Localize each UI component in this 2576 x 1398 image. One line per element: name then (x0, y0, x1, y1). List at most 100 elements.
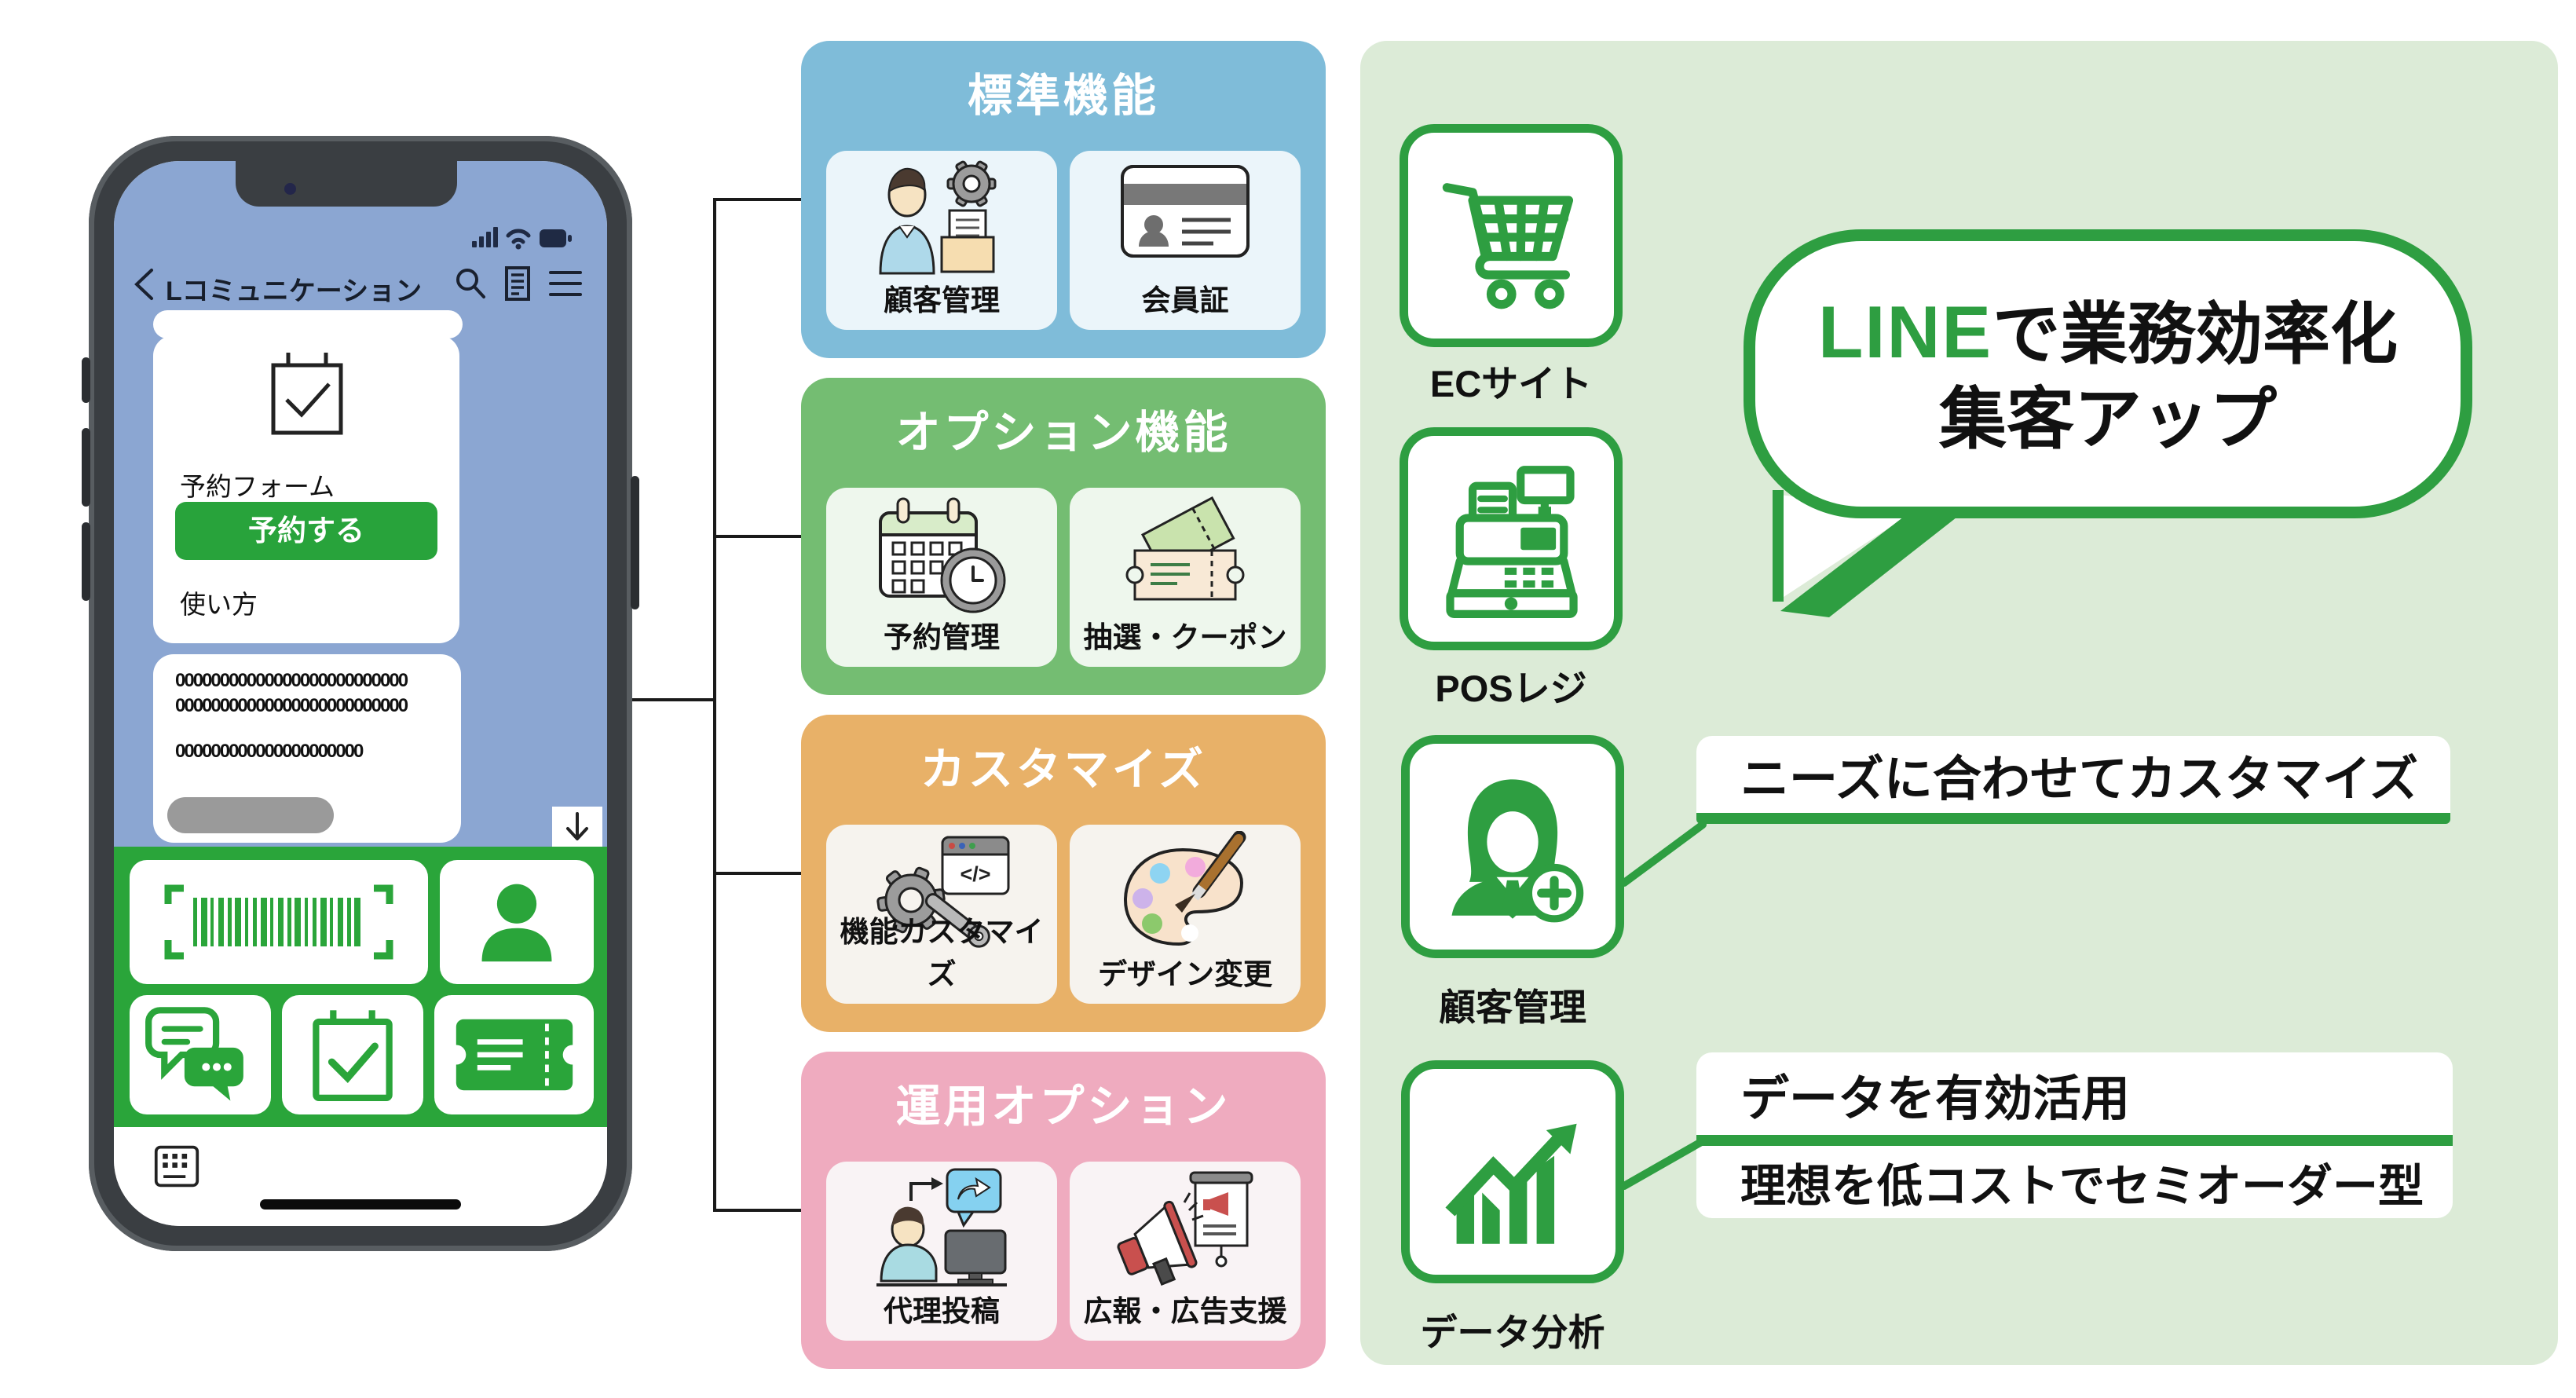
form-card-title: 予約フォーム (180, 472, 335, 501)
reservation-calendar-icon (826, 494, 1057, 613)
data-analytics-label: データ分析 (1420, 1312, 1605, 1353)
rich-menu-barcode[interactable] (130, 860, 428, 984)
pos-register-label: POSレジ (1435, 668, 1587, 709)
feature-card-label: デザイン変更 (1098, 958, 1272, 990)
reservation-form-card: 予約フォーム 予約する 使い方 (153, 335, 459, 643)
search-icon[interactable] (453, 265, 488, 301)
message-line: 000000000000000000000 (175, 741, 364, 762)
feature-card-coupon: 抽選・クーポン (1070, 488, 1301, 667)
headline-bubble: LINEで業務効率化 集客アップ (1744, 229, 2472, 518)
barcode-icon (164, 884, 393, 960)
connector-phone (632, 698, 715, 701)
ec-site-box (1400, 124, 1623, 347)
calendar-check-icon (313, 1010, 393, 1101)
feature-card-pr-support: 広報・広告支援 (1070, 1162, 1301, 1341)
function-customize-icon: </> (826, 831, 1057, 950)
document-icon[interactable] (502, 265, 533, 302)
banner-data-use: データを有効活用 (1696, 1052, 2453, 1135)
feature-card-reservation: 予約管理 (826, 488, 1057, 667)
scroll-down-button[interactable] (552, 807, 602, 847)
chat-bubbles-icon (145, 1007, 243, 1101)
phone-volume-up-button (82, 428, 90, 507)
pos-register-box (1400, 427, 1623, 650)
line-brand-text: LINE (1817, 290, 1993, 373)
feature-card-customer-management: 顧客管理 (826, 151, 1057, 330)
feature-box-title: カスタマイズ (920, 745, 1207, 795)
connector-branch-1 (715, 198, 803, 201)
feature-card-label: 会員証 (1141, 284, 1229, 317)
message-line: 00000000000000000000000000 (175, 695, 408, 716)
previous-message-card (153, 310, 463, 339)
data-analytics-box (1401, 1060, 1624, 1283)
headline-line-2: 集客アップ (1939, 382, 2277, 457)
feature-card-label: 代理投稿 (884, 1295, 1000, 1327)
customer-management-icon (826, 157, 1057, 275)
howto-link[interactable]: 使い方 (180, 590, 258, 619)
battery-icon (540, 229, 572, 247)
cash-register-icon (1446, 466, 1578, 618)
feature-box-customize: カスタマイズ </> (801, 715, 1326, 1032)
feature-box-operation: 運用オプション (801, 1052, 1326, 1369)
reserve-button[interactable]: 予約する (175, 502, 437, 560)
connector-branch-3 (715, 872, 803, 875)
feature-card-label: 抽選・クーポン (1083, 621, 1287, 653)
person-icon (481, 884, 552, 962)
bubble-tail (1773, 490, 1967, 617)
feature-box-option: オプション機能 (801, 378, 1326, 695)
rich-menu-chat[interactable] (130, 995, 271, 1114)
feature-card-label: 予約管理 (884, 621, 1000, 653)
phone-screen: Lコミュニケーション (114, 161, 607, 1226)
proxy-posting-icon (826, 1168, 1057, 1287)
customer-management-label: 顧客管理 (1439, 986, 1586, 1028)
feature-card-design: デザイン変更 (1070, 825, 1301, 1004)
message-line: 00000000000000000000000000 (175, 670, 408, 691)
connector-customize (1620, 821, 1707, 887)
membership-card-icon (1070, 157, 1301, 267)
status-icons (472, 227, 572, 250)
ec-site-label: ECサイト (1429, 363, 1593, 404)
rich-menu-ticket[interactable] (434, 995, 594, 1114)
connector-branch-4 (715, 1209, 803, 1212)
customer-management-box (1401, 735, 1624, 958)
lottery-coupon-icon (1070, 494, 1301, 612)
phone-power-button (631, 476, 639, 609)
banner-semi-order: 理想を低コストでセミオーダー型 (1696, 1146, 2453, 1218)
placeholder-pill (167, 797, 334, 833)
down-arrow-icon (566, 811, 588, 840)
feature-box-standard: 標準機能 (801, 41, 1326, 358)
pr-ad-support-icon (1070, 1168, 1301, 1287)
feature-card-membership: 会員証 (1070, 151, 1301, 330)
chevron-left-icon[interactable] (131, 266, 156, 302)
menu-icon[interactable] (547, 269, 584, 298)
phone-bottom-bar (114, 1127, 607, 1226)
keyboard-icon[interactable] (153, 1141, 200, 1190)
feature-card-label: 広報・広告支援 (1083, 1295, 1287, 1327)
rich-menu (114, 847, 607, 1127)
rich-menu-calendar[interactable] (282, 995, 423, 1114)
phone-mute-switch (82, 357, 90, 403)
connector-data (1620, 1137, 1707, 1190)
feature-box-title: 標準機能 (968, 71, 1159, 121)
rich-menu-member[interactable] (440, 860, 594, 984)
feature-box-title: オプション機能 (895, 408, 1231, 458)
banner-divider (1696, 1135, 2453, 1146)
home-indicator (260, 1199, 461, 1210)
connector-trunk (713, 198, 716, 1212)
chat-title: Lコミュニケーション (166, 276, 423, 306)
banner-customize: ニーズに合わせてカスタマイズ (1696, 736, 2450, 824)
signal-icon (472, 227, 498, 247)
headline-line-1: LINEで業務効率化 (1817, 290, 2399, 373)
shopping-cart-icon (1442, 183, 1574, 309)
feature-card-label: 顧客管理 (884, 284, 1000, 317)
chat-area: Lコミュニケーション (114, 161, 607, 847)
feature-box-title: 運用オプション (895, 1081, 1231, 1132)
growth-chart-icon (1445, 1123, 1577, 1244)
wifi-icon (506, 229, 531, 244)
message-bubble: 00000000000000000000000000 0000000000000… (153, 654, 461, 843)
design-change-icon (1070, 831, 1301, 950)
phone-volume-down-button (82, 522, 90, 601)
feature-card-proxy-posting: 代理投稿 (826, 1162, 1057, 1341)
svg-text:</>: </> (960, 862, 990, 886)
check-square-icon (271, 353, 343, 435)
